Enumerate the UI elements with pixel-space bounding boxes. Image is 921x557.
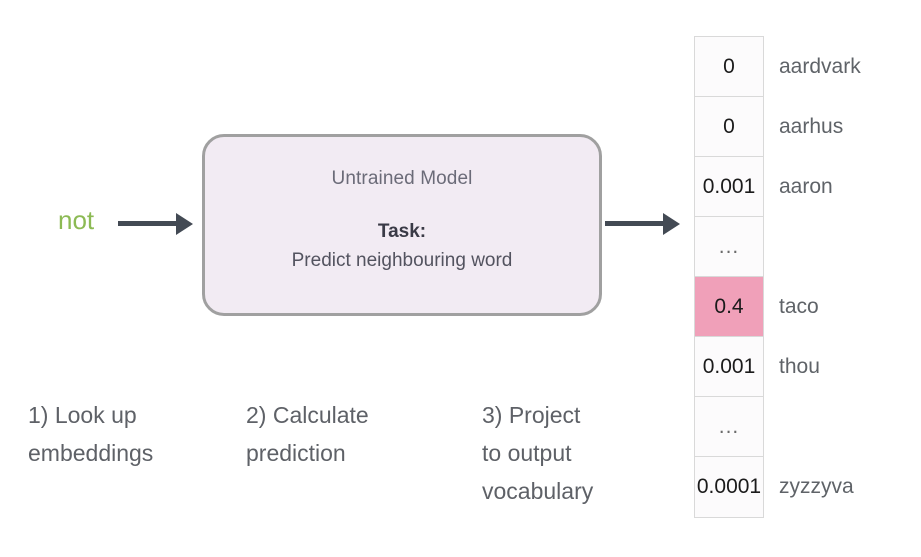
vocab-row: 0 aarhus (695, 97, 843, 157)
caption-look-up-embeddings: 1) Look up embeddings (28, 402, 154, 466)
vocab-word-label: thou (779, 354, 820, 378)
vocab-row: ... (695, 217, 763, 277)
input-arrow-shaft (118, 221, 178, 226)
input-arrow-head (176, 213, 193, 235)
vocab-word-label: aardvark (779, 54, 861, 78)
task-description: Predict neighbouring word (291, 250, 513, 271)
output-arrow-head (663, 213, 680, 235)
model-title: Untrained Model (331, 168, 473, 189)
vocab-row: 0 aardvark (695, 37, 861, 97)
vocab-probability: 0.001 (702, 354, 756, 378)
model-box: Untrained Model Task: Predict neighbouri… (202, 134, 602, 316)
vocab-row: 0.0001 zyzzyva (695, 457, 854, 517)
caption-project-to-output-vocabulary: 3) Project to output vocabulary (482, 402, 594, 504)
task-label: Task: (377, 221, 427, 242)
vocab-row: 0.001 thou (695, 337, 820, 397)
input-word-label: not (58, 205, 95, 235)
caption-calculate-prediction: 2) Calculate prediction (246, 402, 369, 466)
input-arrow-icon (118, 213, 194, 235)
vocab-word-label: aarhus (779, 114, 844, 138)
vocab-probability: 0.4 (714, 294, 744, 318)
vocab-word-label: taco (779, 294, 819, 318)
vocab-word-label: zyzzyva (779, 475, 854, 498)
output-vocabulary-table: 0 aardvark 0 aarhus 0.001 aaron... 0.4 taco 0.00… (694, 36, 861, 518)
output-arrow-shaft (605, 221, 665, 226)
vocab-probability: 0 (723, 114, 735, 138)
vocab-row: 0.001 aaron (695, 157, 833, 217)
vocab-probability: 0.001 (702, 174, 756, 198)
vocab-row: 0.4 taco (695, 277, 819, 337)
vocab-word-label: aaron (779, 174, 833, 198)
vocab-probability: ... (718, 234, 740, 258)
vocab-probability: ... (718, 414, 740, 438)
vocab-row: ... (695, 397, 763, 457)
vocab-probability: 0.0001 (696, 475, 762, 498)
vocab-probability: 0 (723, 54, 735, 78)
output-arrow-icon (605, 213, 681, 235)
